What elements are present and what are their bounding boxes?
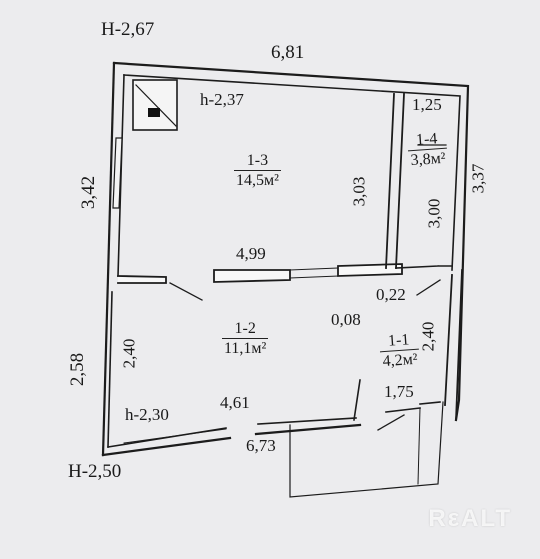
elevation-top-left: H-2,67: [101, 19, 155, 40]
room-label-1-4: 1-4 3,8м²: [407, 130, 449, 172]
room-area: 3,8м²: [407, 148, 449, 172]
dimension-room-1-3-width: 4,99: [236, 244, 266, 263]
outer-wall-left-lower: [107, 291, 113, 448]
elevation-room-1-2: h-2,30: [125, 405, 169, 424]
partition-wall-5: [385, 93, 405, 269]
room-id: 1-2: [234, 320, 256, 337]
door-swing-1: [169, 282, 203, 301]
dimension-room-1-1-width: 1,75: [384, 382, 414, 401]
partition-wall-1: [117, 275, 167, 284]
porch: [289, 401, 444, 498]
porch-line: [417, 407, 421, 485]
room-label-1-2: 1-2 11,1м²: [222, 320, 269, 359]
stove-mark: [148, 108, 160, 117]
watermark-logo: RεALT: [428, 505, 512, 532]
dimension-room-1-3-height: 3,03: [349, 176, 369, 207]
room-area: 4,2м²: [379, 349, 421, 373]
partition-wall-6: [395, 265, 453, 269]
dimension-left-lower: 2,58: [67, 352, 89, 387]
dimension-partition-a: 0,22: [376, 285, 406, 304]
outer-wall-left-inner: [117, 74, 125, 277]
partition-wall-3: [289, 267, 339, 279]
outer-wall-left: [101, 61, 116, 457]
window-left: [112, 137, 123, 209]
dimension-room-1-4-width: 1,25: [412, 95, 442, 114]
dimension-room-1-2-height: 2,40: [119, 338, 139, 369]
dimension-left-upper: 3,42: [78, 175, 100, 210]
dimension-right: 3,37: [468, 163, 488, 194]
door-swing-2: [416, 279, 441, 296]
window-bottom: [123, 428, 227, 444]
outer-wall-inner: [123, 74, 461, 271]
room-area: 11,1м²: [222, 338, 269, 358]
dimension-room-1-1-height: 2,40: [418, 321, 438, 352]
outer-wall: [112, 61, 470, 422]
room-label-1-3: 1-3 14,5м²: [234, 152, 281, 191]
stove-diagonal: [135, 84, 177, 127]
elevation-room-1-3: h-2,37: [200, 90, 244, 109]
partition-wall-4: [337, 263, 403, 277]
wall-1-1-right: [444, 269, 463, 421]
wall-1-1-left: [353, 379, 361, 421]
elevation-bottom-left: H-2,50: [68, 461, 122, 482]
dimension-bottom: 6,73: [246, 436, 276, 455]
dimension-top: 6,81: [271, 42, 305, 63]
outer-wall-bottom: [101, 423, 362, 457]
dimension-partition-b: 0,08: [331, 310, 361, 329]
room-label-1-1: 1-1 4,2м²: [379, 331, 421, 373]
room-id: 1-3: [246, 152, 269, 169]
dimension-room-1-4-height: 3,00: [424, 198, 444, 229]
dimension-room-1-2-width: 4,61: [220, 393, 250, 412]
partition-wall-2: [213, 269, 291, 283]
door-swing-3: [377, 414, 405, 431]
room-area: 14,5м²: [234, 170, 281, 190]
wall-1-1-bottom: [385, 401, 441, 413]
